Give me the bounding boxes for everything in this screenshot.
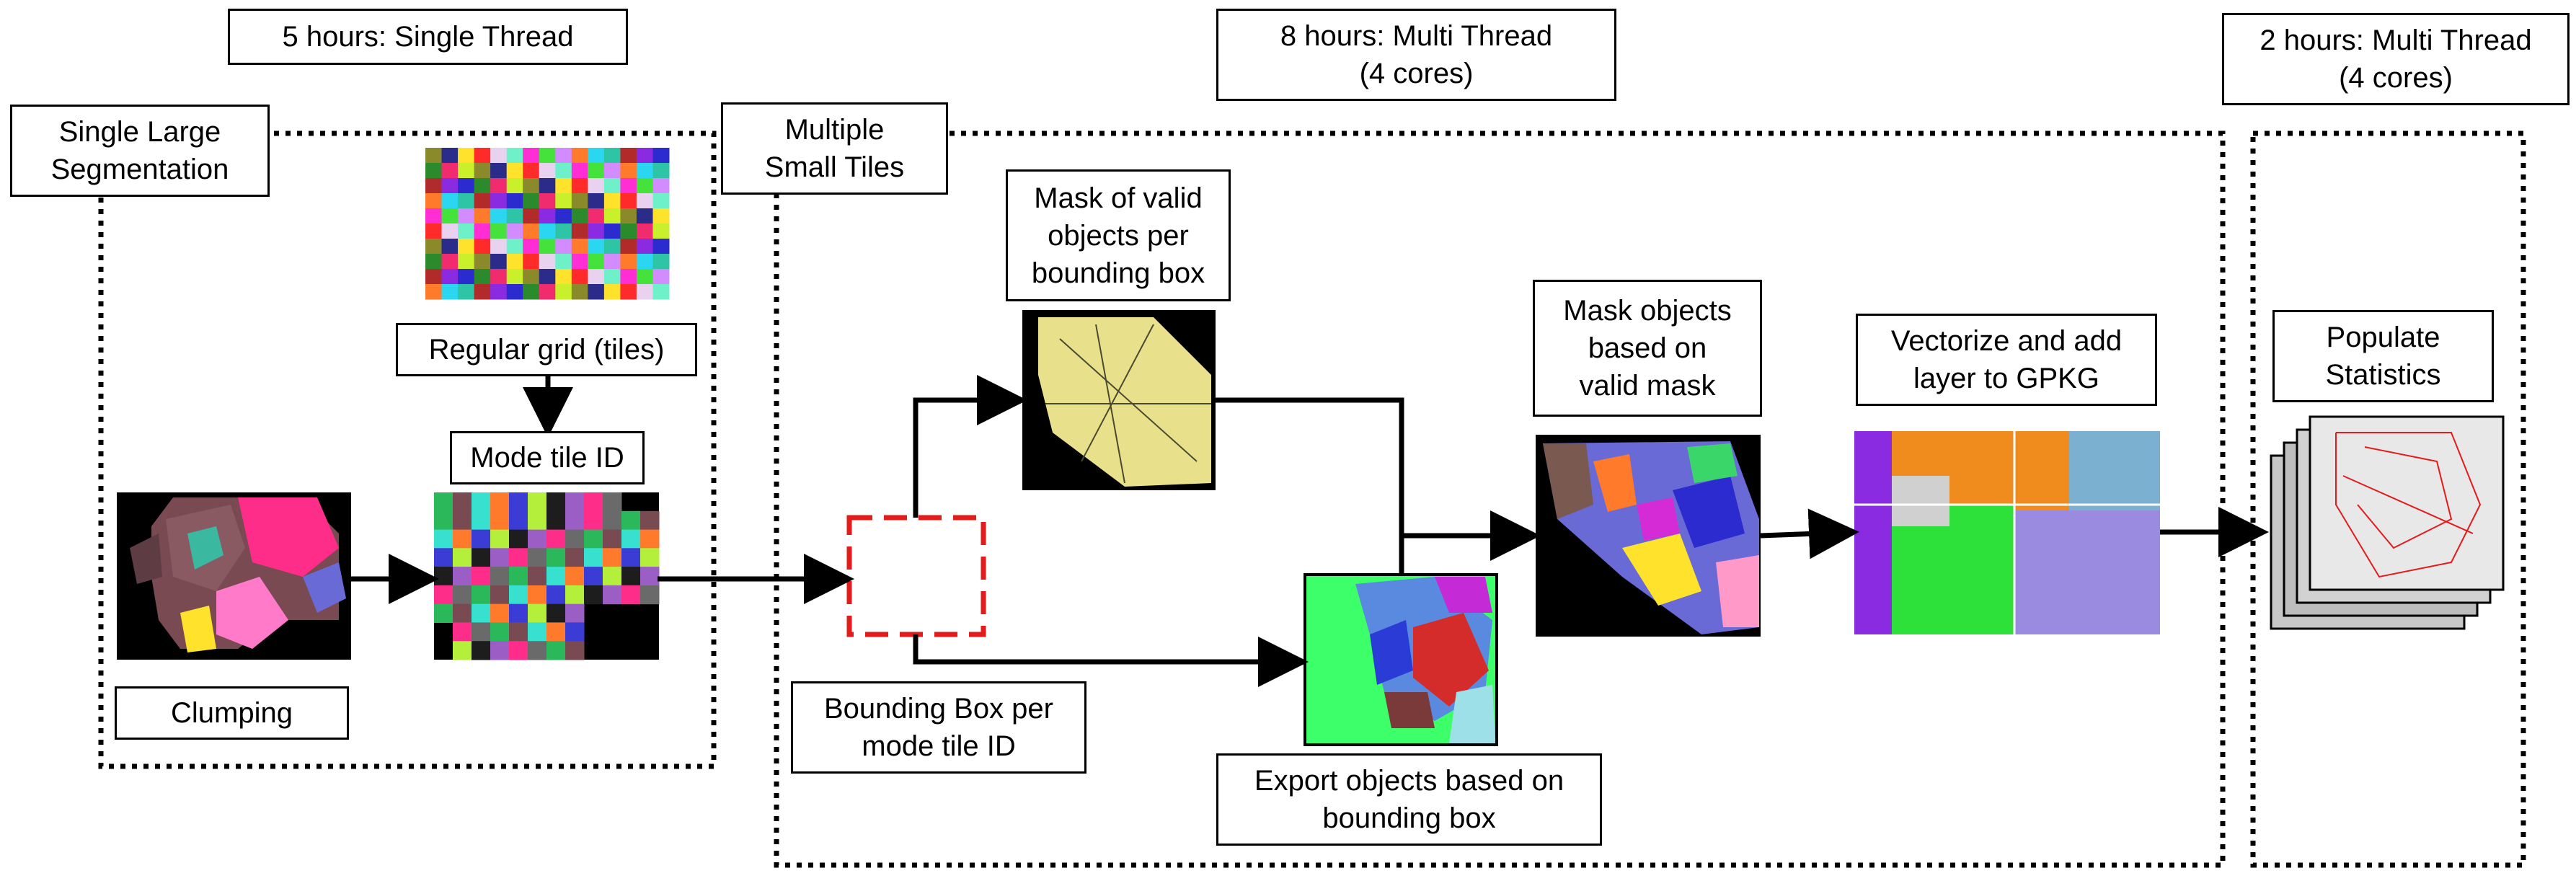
mask-valid-image xyxy=(1022,310,1216,490)
clumping-image xyxy=(117,492,351,660)
single-large-segmentation-label: Single Large Segmentation xyxy=(10,105,270,197)
vectorize-image xyxy=(1854,431,2160,634)
vectorize-label: Vectorize and add layer to GPKG xyxy=(1856,314,2157,406)
bounding-box-marker xyxy=(846,515,986,637)
arrow-mask-objects-to-vectorize xyxy=(1760,508,1859,559)
time-multi-thread-label-b: 2 hours: Multi Thread (4 cores) xyxy=(2222,13,2570,105)
statistics-stack-image xyxy=(2270,415,2505,630)
export-objects-image xyxy=(1304,573,1498,746)
arrow-bbox-to-mask-valid xyxy=(913,375,1027,518)
mode-tile-id-label: Mode tile ID xyxy=(450,431,645,484)
bounding-box-label: Bounding Box per mode tile ID xyxy=(791,681,1086,774)
time-single-thread-label: 5 hours: Single Thread xyxy=(228,9,628,65)
stage-populate-container xyxy=(2250,130,2526,868)
mask-objects-label: Mask objects based on valid mask xyxy=(1533,280,1762,417)
connectors xyxy=(351,373,2269,687)
arrow-bbox-to-export xyxy=(913,634,1309,687)
mask-valid-label: Mask of valid objects per bounding box xyxy=(1006,169,1231,301)
arrow-mask-valid-to-merge xyxy=(1216,397,1404,573)
time-multi-thread-label-a: 8 hours: Multi Thread (4 cores) xyxy=(1216,9,1616,101)
mode-tile-image xyxy=(434,492,660,660)
regular-grid-image xyxy=(425,148,670,300)
clumping-label: Clumping xyxy=(115,686,349,740)
regular-grid-label: Regular grid (tiles) xyxy=(396,323,697,376)
multiple-small-tiles-label: Multiple Small Tiles xyxy=(721,102,948,195)
mask-objects-image xyxy=(1536,435,1761,637)
stage-multiple-small-container xyxy=(774,130,2226,868)
export-objects-label: Export objects based on bounding box xyxy=(1216,753,1602,846)
populate-statistics-label: Populate Statistics xyxy=(2272,310,2494,402)
